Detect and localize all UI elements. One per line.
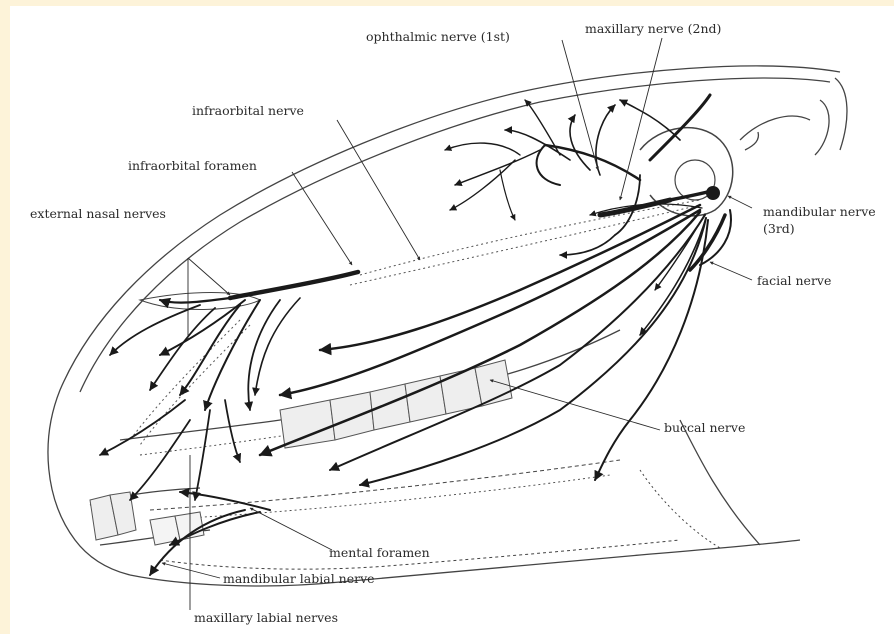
label-facial-nerve: facial nerve bbox=[757, 274, 831, 288]
label-ophthalmic-nerve: ophthalmic nerve (1st) bbox=[366, 30, 510, 44]
teeth-row bbox=[90, 360, 512, 545]
label-infraorbital-nerve: infraorbital nerve bbox=[192, 104, 304, 118]
label-maxillary-nerve: maxillary nerve (2nd) bbox=[585, 22, 721, 36]
label-mental-foramen: mental foramen bbox=[329, 546, 430, 560]
label-maxillary-labial-nerves: maxillary labial nerves bbox=[194, 611, 338, 625]
label-buccal-nerve: buccal nerve bbox=[664, 421, 745, 435]
label-mandibular-labial-nerve: mandibular labial nerve bbox=[223, 572, 375, 586]
label-infraorbital-foramen: infraorbital foramen bbox=[128, 159, 257, 173]
label-mandibular-nerve: mandibular nerve bbox=[763, 205, 876, 219]
leader-lines bbox=[162, 38, 752, 610]
label-external-nasal-nerves: external nasal nerves bbox=[30, 207, 166, 221]
label-mandibular-nerve-3rd: (3rd) bbox=[763, 222, 795, 236]
head-outline bbox=[48, 66, 847, 586]
